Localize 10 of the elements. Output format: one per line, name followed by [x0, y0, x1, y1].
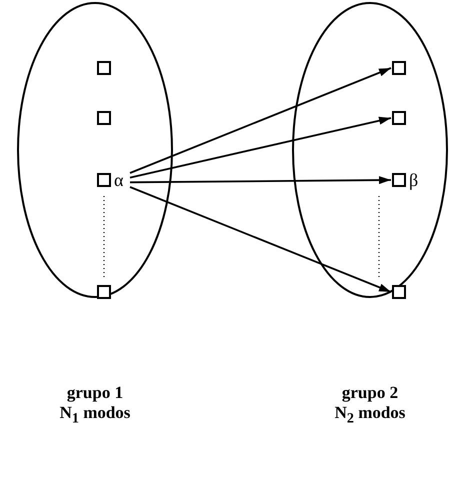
mode-symbol: β	[409, 172, 418, 188]
arrow	[130, 176, 391, 184]
mode-symbol: α	[114, 172, 124, 188]
arrow	[130, 186, 392, 293]
arrow	[130, 67, 392, 174]
group-label: grupo 2	[342, 383, 398, 403]
group-label: N$_{2}$ modos	[334, 403, 406, 428]
group-label: N$_{1}$ modos	[60, 403, 130, 428]
group-label: grupo 1	[66, 383, 124, 403]
arrow	[130, 116, 392, 179]
